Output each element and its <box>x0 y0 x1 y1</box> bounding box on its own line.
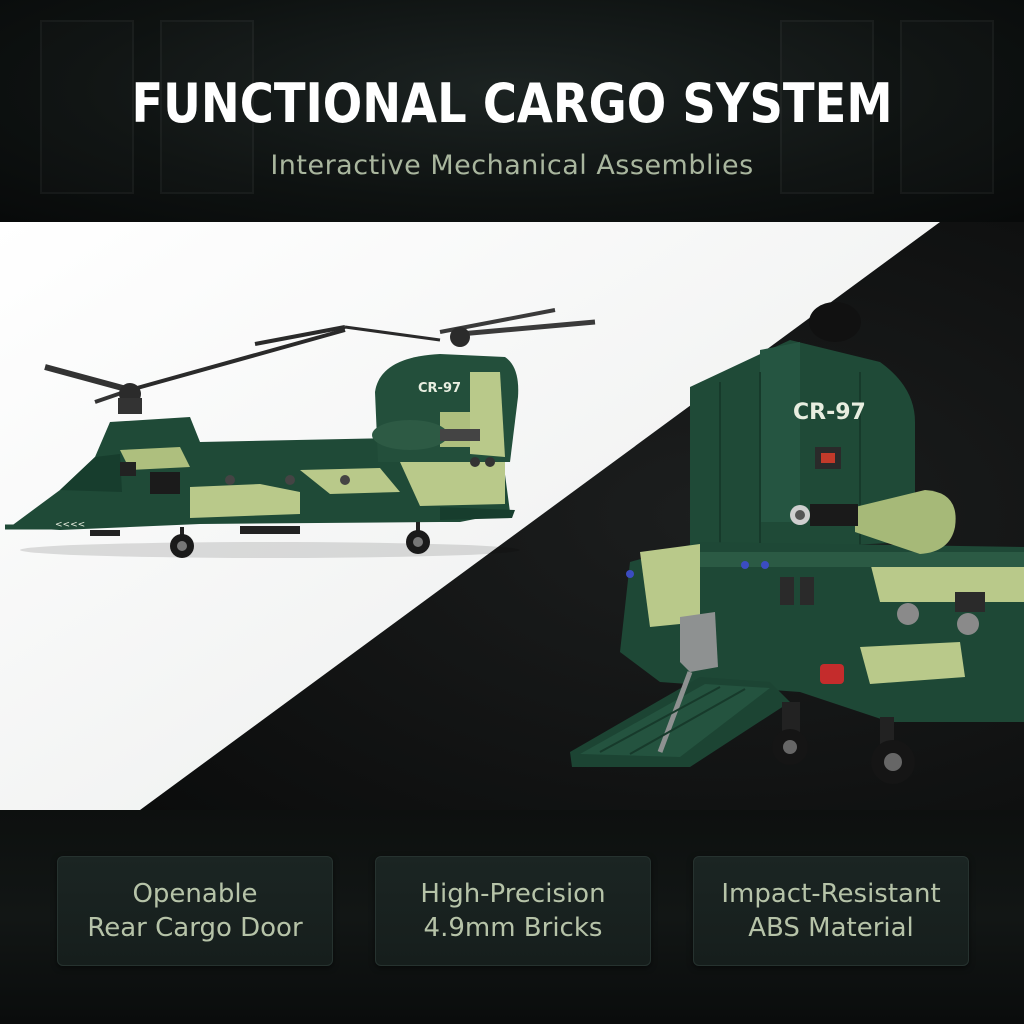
feature-card-material: Impact-Resistant ABS Material <box>693 856 969 966</box>
model-label-small: CR-97 <box>418 381 461 396</box>
background-window <box>40 20 134 194</box>
svg-text:<<<<: <<<< <box>55 520 85 530</box>
feature-line: ABS Material <box>748 913 914 943</box>
page-subtitle: Interactive Mechanical Assemblies <box>270 150 754 181</box>
background-window <box>160 20 254 194</box>
page-title: FUNCTIONAL CARGO SYSTEM <box>131 72 893 135</box>
helicopter-side-view: CR-97 <<<< <box>5 308 596 558</box>
features-section: Openable Rear Cargo Door High-Precision … <box>0 810 1024 1024</box>
feature-line: Openable <box>132 879 258 909</box>
model-label-large: CR-97 <box>793 400 866 425</box>
feature-card-bricks: High-Precision 4.9mm Bricks <box>375 856 651 966</box>
header-banner: FUNCTIONAL CARGO SYSTEM Interactive Mech… <box>0 0 1024 222</box>
background-window <box>900 20 994 194</box>
background-window <box>780 20 874 194</box>
feature-line: Impact-Resistant <box>721 879 941 909</box>
feature-line: 4.9mm Bricks <box>423 913 603 943</box>
feature-card-cargo-door: Openable Rear Cargo Door <box>57 856 333 966</box>
feature-line: Rear Cargo Door <box>87 913 303 943</box>
feature-line: High-Precision <box>420 879 606 909</box>
helicopter-rear-closeup: CR-97 <box>570 302 1024 784</box>
product-showcase: CR-97 <<<< <box>0 222 1024 810</box>
